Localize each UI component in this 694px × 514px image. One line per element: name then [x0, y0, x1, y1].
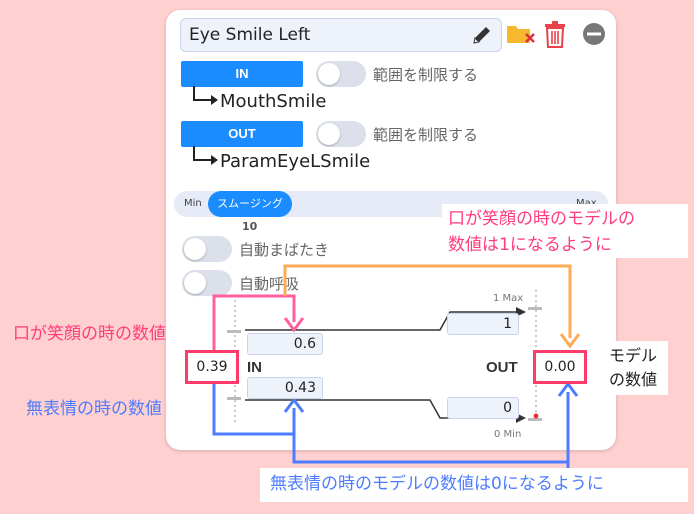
- smoothing-value: 10: [242, 220, 258, 233]
- input-lower-field[interactable]: 0.43: [247, 377, 323, 399]
- upper-mapping-line: [245, 311, 521, 331]
- auto-blink-toggle[interactable]: [182, 236, 232, 262]
- output-current-value: 0.00: [533, 350, 587, 384]
- annotation-neutral-to-zero: 無表情の時のモデルの数値は0になるように: [260, 468, 688, 502]
- annotation-neutral-value: 無表情の時の数値: [26, 399, 162, 419]
- auto-breath-toggle[interactable]: [182, 270, 232, 296]
- annotation-model-value-line1: モデル: [608, 346, 657, 365]
- annotation-mouth-smile-value: 口が笑顔の時の数値: [13, 324, 166, 344]
- output-button[interactable]: OUT: [181, 121, 303, 147]
- output-current-marker: [533, 413, 539, 419]
- output-upper-handle: [528, 307, 542, 310]
- annotation-model-value-line2: の数値: [608, 370, 657, 389]
- output-lower-field[interactable]: 0: [447, 397, 519, 419]
- pencil-icon[interactable]: [469, 22, 495, 48]
- input-upper-handle: [227, 330, 241, 333]
- blue-annotation-arrowhead-output: [557, 381, 579, 397]
- output-parameter-name: ParamEyeLSmile: [220, 151, 371, 172]
- output-max-label: 1 Max: [493, 293, 524, 304]
- input-limit-toggle[interactable]: [316, 61, 366, 87]
- name-input[interactable]: Eye Smile Left: [180, 18, 502, 52]
- annotation-smile-to-one-line1: 口が笑顔の時のモデルの: [448, 209, 635, 229]
- input-lower-handle: [227, 397, 241, 400]
- annotation-smile-to-one-line2: 数値は1になるように: [448, 235, 612, 255]
- output-min-label: 0 Min: [494, 429, 522, 440]
- output-upper-field[interactable]: 1: [447, 313, 519, 335]
- output-limit-label: 範囲を制限する: [373, 126, 479, 144]
- name-input-value[interactable]: Eye Smile Left: [189, 25, 311, 45]
- graph-out-label: OUT: [486, 359, 518, 376]
- orange-annotation-arrowhead: [559, 333, 581, 349]
- pink-annotation-connector: [212, 294, 296, 350]
- orange-annotation-connector: [283, 264, 572, 338]
- output-link-arrow-icon: [193, 146, 218, 165]
- input-upper-field[interactable]: 0.6: [247, 333, 323, 355]
- graph-in-label: IN: [247, 359, 262, 376]
- smoothing-max-label: Max: [576, 198, 597, 209]
- trash-icon[interactable]: [543, 20, 567, 48]
- input-link-arrow-icon: [193, 86, 218, 105]
- annotation-smile-to-one: 口が笑顔の時のモデルの 数値は1になるように: [442, 204, 688, 258]
- smoothing-min-label: Min: [184, 198, 202, 209]
- output-lower-handle: [528, 418, 542, 421]
- smoothing-slider-handle[interactable]: スムージング: [208, 191, 292, 217]
- remove-circle-icon[interactable]: [582, 22, 606, 46]
- input-current-value: 0.39: [185, 350, 239, 384]
- input-limit-label: 範囲を制限する: [373, 66, 479, 84]
- input-parameter-name: MouthSmile: [220, 91, 327, 112]
- blue-annotation-connector-input: [212, 384, 296, 436]
- pink-annotation-arrowhead: [283, 317, 305, 333]
- output-limit-toggle[interactable]: [316, 121, 366, 147]
- input-button[interactable]: IN: [181, 61, 303, 87]
- auto-blink-label: 自動まばたき: [239, 241, 330, 259]
- annotation-model-value: モデル の数値: [598, 341, 668, 395]
- folder-remove-icon[interactable]: [506, 22, 536, 46]
- blue-annotation-connector-output: [292, 392, 570, 464]
- blue-annotation-arrowhead-input: [283, 397, 305, 413]
